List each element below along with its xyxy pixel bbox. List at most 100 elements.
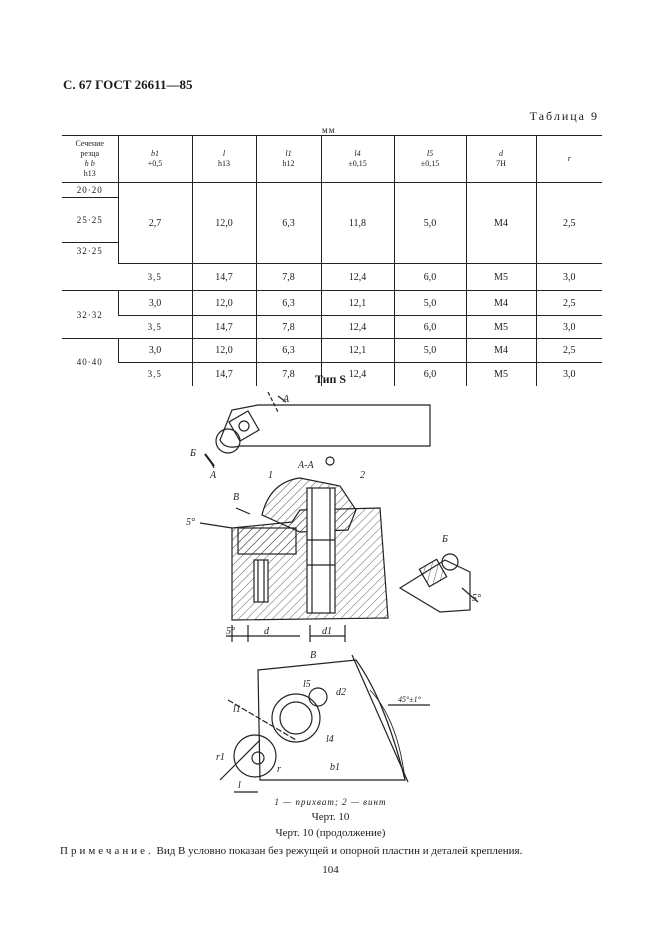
label-5deg-left: 5° (186, 517, 195, 528)
table-cell: 3,5 (118, 315, 192, 339)
label-45deg: 45°±1° (398, 695, 422, 704)
label-l: l (238, 780, 241, 791)
table-cell: 2,5 (535, 338, 602, 363)
table-cell: 3,0 (117, 290, 192, 316)
table-cell: 3,0 (535, 263, 602, 291)
table-cell: 6,0 (393, 263, 466, 291)
drawing-caption: Черт. 10 (311, 811, 350, 823)
table-cell: 6,0 (393, 315, 466, 339)
col-header-l5: l5±0,15 (393, 135, 466, 183)
label-B-view: Б (441, 534, 448, 545)
label-5deg-bottom: 5° (226, 626, 235, 637)
table-cell: M5 (465, 315, 536, 339)
table-cell: 3,0 (535, 362, 602, 386)
table-cell: 12,0 (191, 338, 256, 363)
drawing-caption-continued: Черт. 10 (продолжение) (275, 827, 386, 839)
note-label: Примечание. (60, 845, 154, 857)
table-cell: M5 (465, 263, 536, 291)
label-5deg-B: 5° (472, 593, 481, 604)
table-cell: 3,0 (535, 315, 602, 339)
table-cell: 5,0 (393, 182, 466, 264)
table-cell: 11,8 (320, 182, 394, 264)
table-cell: 12,4 (320, 263, 394, 291)
label-A-top: А (282, 394, 290, 405)
section-cell: 32·25 (62, 242, 118, 291)
label-B: Б (189, 448, 196, 459)
table-cell: 5,0 (393, 338, 466, 363)
col-header-b1: b1+0,5 (117, 135, 192, 183)
top-view: А Б А (189, 391, 431, 481)
section-AA-view: А-А 1 2 В 5° 5° (186, 456, 389, 642)
col-header-r: r (535, 135, 602, 183)
label-r1: r1 (216, 752, 225, 763)
page-header: С. 67 ГОСТ 26611—85 (63, 77, 193, 92)
label-r: r (277, 764, 281, 775)
label-V: В (310, 650, 316, 661)
label-l4: l4 (326, 734, 334, 745)
table-cell: 14,7 (191, 315, 256, 339)
label-2: 2 (360, 470, 365, 481)
label-l5: l5 (303, 679, 311, 690)
table-cell: 2,5 (535, 290, 602, 316)
table-cell: 12,0 (191, 182, 256, 264)
table-cell: 5,0 (393, 290, 466, 316)
drawing-type-title: Тип S (314, 372, 347, 386)
section-cell: 20·20 (76, 185, 103, 195)
note-text: Вид В условно показан без режущей и опор… (153, 845, 523, 857)
table-cell: 12,1 (320, 290, 394, 316)
table-cell: M4 (465, 290, 536, 316)
section-cell: 32·32 (62, 290, 118, 339)
table-cell: M4 (465, 338, 536, 363)
section-cell: 25·25 (62, 197, 118, 243)
label-d2: d2 (336, 687, 346, 698)
table-row: 20·20 2,7 12,0 6,3 11,8 5,0 M4 2,5 (62, 182, 602, 264)
view-V-plan: В l1 l5 d2 l4 r1 r b1 l 45°±1° (216, 650, 430, 793)
label-V-arrow: В (233, 492, 239, 503)
table-cell: 6,3 (255, 290, 321, 316)
table-cell: 3,5 (118, 263, 192, 291)
table-cell: 12,4 (320, 315, 394, 339)
table-cell: 3,0 (117, 338, 192, 363)
label-b1: b1 (330, 762, 340, 773)
table-row: 25·25 (62, 197, 602, 243)
view-B-detail: Б 5° (398, 534, 481, 613)
table-cell: 6,3 (255, 182, 321, 264)
table-cell: M5 (465, 362, 536, 386)
label-d1: d1 (322, 626, 332, 637)
note-paragraph: Примечание. Вид В условно показан без ре… (60, 845, 620, 857)
label-A-bottom: А (209, 470, 217, 481)
table-cell: M4 (465, 182, 536, 264)
label-d: d (264, 626, 270, 637)
label-AA: А-А (297, 460, 314, 471)
table-row: 32·25 (62, 242, 602, 291)
table-caption: Таблица 9 (529, 109, 599, 123)
table-cell: 14,7 (191, 263, 256, 291)
section-cell: 40·40 (62, 338, 118, 386)
table-cell: 6,0 (393, 362, 466, 386)
drawing-legend: 1 — прихват; 2 — винт (274, 797, 387, 807)
page-number: 104 (322, 864, 339, 876)
col-header-section: Сечение резца h b h13 (62, 135, 118, 183)
table-cell: 7,8 (255, 263, 321, 291)
label-1: 1 (268, 470, 273, 481)
table-cell: 3,5 (118, 362, 192, 386)
table-cell: 2,7 (117, 182, 192, 264)
table-cell: 12,0 (191, 290, 256, 316)
table-cell: 14,7 (191, 362, 256, 386)
table-cell: 12,4 (320, 362, 394, 386)
label-l1: l1 (233, 704, 241, 715)
table-cell: 2,5 (535, 182, 602, 264)
table-cell: 12,1 (320, 338, 394, 363)
table-cell: 7,8 (255, 362, 321, 386)
